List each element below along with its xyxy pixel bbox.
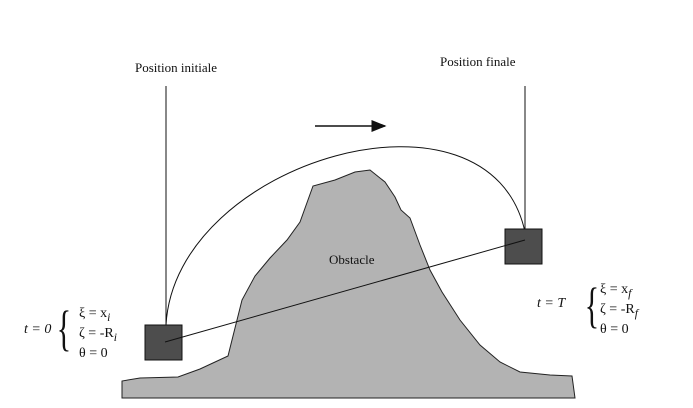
obstacle-label: Obstacle <box>329 252 375 267</box>
initial-time: t = 0 <box>24 322 52 337</box>
initial-theta: θ = 0 <box>79 345 108 361</box>
final-zeta: ζ = -R <box>600 301 635 317</box>
final-zeta-sub: f <box>634 306 638 320</box>
final-xi-sub: f <box>628 286 632 300</box>
final-time: t = T <box>537 296 566 311</box>
final-position-label: Position finale <box>440 54 516 69</box>
final-xi: ξ = x <box>600 282 629 297</box>
final-theta: θ = 0 <box>600 321 629 337</box>
final-brace: { <box>584 277 600 333</box>
obstacle-shape <box>121 169 576 399</box>
initial-equations: ξ = xi ζ = -Ri θ = 0 <box>79 306 117 362</box>
initial-xi-sub: i <box>107 310 111 324</box>
initial-brace: { <box>56 300 72 356</box>
final-equations: ξ = xf ζ = -Rf θ = 0 <box>600 282 638 338</box>
initial-zeta: ζ = -R <box>79 325 114 341</box>
straight-line <box>164 239 526 343</box>
initial-block <box>144 324 183 361</box>
initial-xi: ξ = x <box>79 306 108 321</box>
initial-zeta-sub: i <box>113 330 117 344</box>
trajectory-arc <box>165 146 526 326</box>
final-block <box>504 228 543 265</box>
initial-position-label: Position initiale <box>135 60 217 75</box>
